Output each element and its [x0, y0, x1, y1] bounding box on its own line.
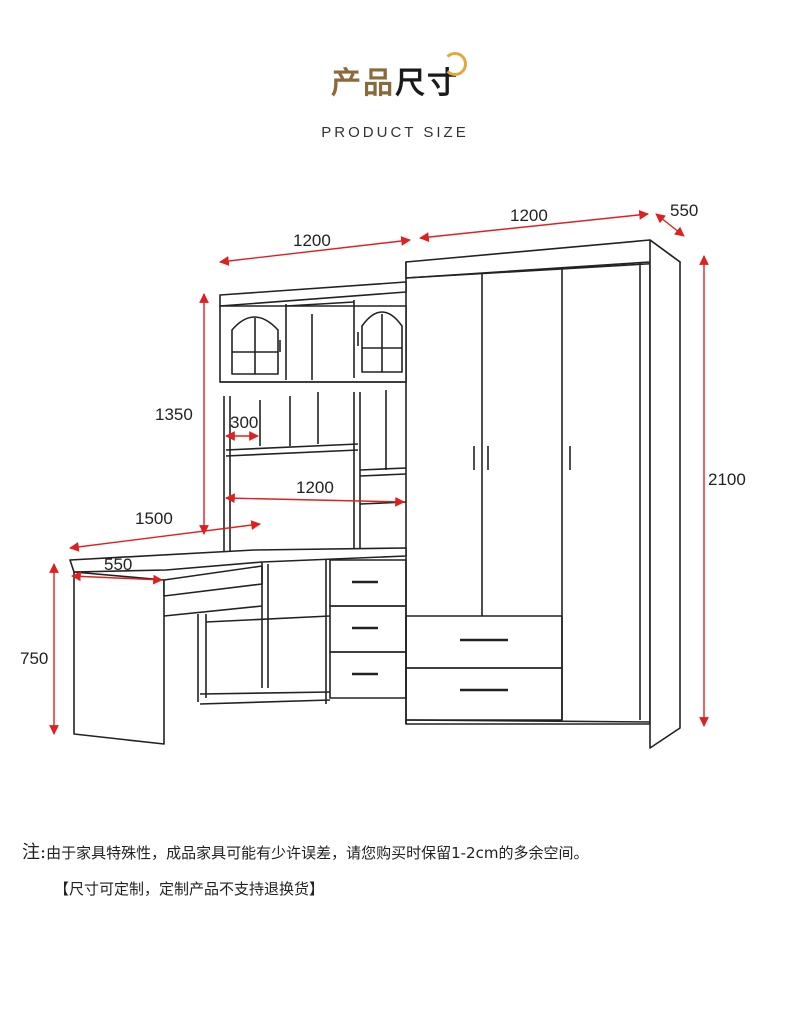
glass-door-right: [361, 311, 403, 373]
hutch-top: [219, 281, 407, 307]
dimension-labels: 1200 1200 550 2100 1350 300 1200 1500 55…: [20, 201, 746, 668]
ring-decoration-icon: [443, 52, 467, 76]
dim-desk-length: 1500: [135, 509, 173, 528]
wardrobe-body: [405, 261, 651, 725]
page-title: 产品尺寸: [0, 58, 790, 102]
glass-door-left: [231, 316, 279, 375]
dim-line-desk-length: [69, 520, 261, 552]
note-text: 由于家具特殊性，成品家具可能有少许误差，请您购买时保留1-2cm的多余空间。: [46, 844, 589, 862]
dim-depth: 550: [670, 201, 698, 220]
dim-line-desk-depth: [71, 571, 163, 585]
note-label: 注:: [22, 842, 47, 863]
dim-total-height: 2100: [708, 470, 746, 489]
page-subtitle: PRODUCT SIZE: [321, 124, 469, 141]
dim-desk-depth: 550: [104, 555, 132, 574]
desk-leg-panel: [73, 571, 165, 745]
dim-inner-width: 1200: [296, 478, 334, 497]
furniture-drawing: [69, 239, 681, 749]
disclaimer-note: 注:由于家具特殊性，成品家具可能有少许误差，请您购买时保留1-2cm的多余空间。: [22, 840, 782, 866]
desk-side: [163, 565, 263, 597]
dimension-lines: [49, 210, 709, 735]
dim-line-depth: [655, 213, 685, 237]
dim-top-right-width: 1200: [510, 206, 548, 225]
furniture-dimension-diagram: 1200 1200 550 2100 1350 300 1200 1500 55…: [20, 201, 746, 749]
dim-line-top-right: [419, 210, 649, 242]
wardrobe-side: [649, 239, 681, 749]
customization-note: 【尺寸可定制，定制产品不支持退换货】: [54, 880, 325, 898]
dim-top-left-width: 1200: [293, 231, 331, 250]
title-accent: 产品: [331, 66, 395, 101]
dim-line-inner-width: [225, 493, 405, 507]
dim-hutch-height: 1350: [155, 405, 193, 424]
dim-desk-height: 750: [20, 649, 48, 668]
header: 产品尺寸 PRODUCT SIZE: [0, 0, 790, 150]
desk-drawer: [329, 651, 407, 699]
dim-shelf-depth: 300: [230, 413, 258, 432]
dim-line-top-left: [219, 236, 411, 266]
